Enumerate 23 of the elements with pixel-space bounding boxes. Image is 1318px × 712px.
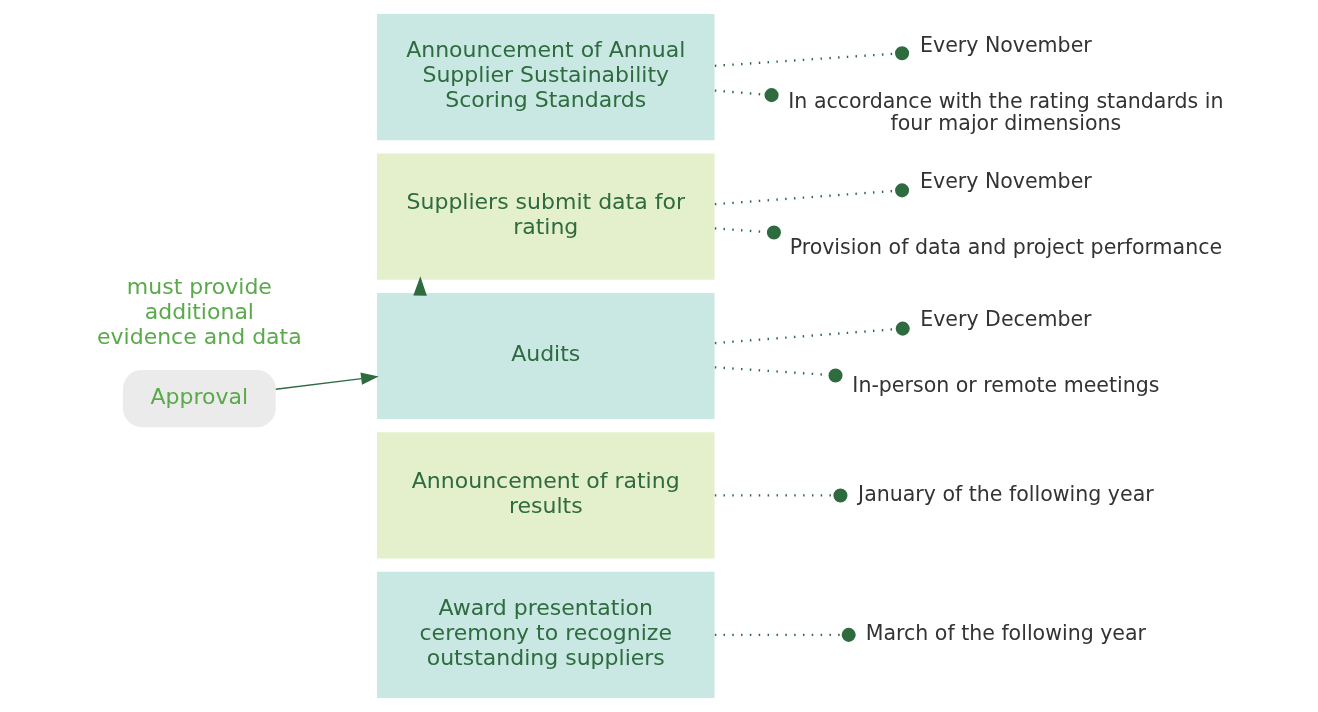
node-box: Announcement of rating results bbox=[376, 432, 715, 559]
connector bbox=[714, 366, 843, 383]
connector bbox=[714, 627, 856, 642]
node-box: Announcement of Annual Supplier Sustainability Scoring Standards bbox=[376, 14, 715, 141]
connector bbox=[714, 183, 909, 206]
node-box: Approval bbox=[122, 369, 276, 428]
node-text: Provision of data and project performance bbox=[789, 235, 1222, 260]
node-text: January of the following year bbox=[857, 481, 1154, 506]
node-text: Every November bbox=[919, 169, 1092, 194]
node-text: Every November bbox=[919, 32, 1092, 57]
arrow bbox=[274, 372, 379, 390]
node-text: In-person or remote meetings bbox=[851, 373, 1159, 398]
connector bbox=[714, 488, 847, 503]
node-text: In accordance with the rating standards in four major dimensions bbox=[787, 89, 1223, 136]
connector bbox=[714, 321, 910, 345]
connector bbox=[714, 88, 779, 103]
node-text: Every December bbox=[919, 307, 1092, 332]
node-text: March of the following year bbox=[865, 621, 1146, 646]
connector bbox=[714, 225, 781, 240]
connector bbox=[714, 46, 909, 67]
node-box: Suppliers submit data for rating bbox=[376, 153, 715, 280]
node-box: Award presentation ceremony to recognize outstanding suppliers bbox=[376, 571, 715, 698]
node-text: must provide additional evidence and data bbox=[96, 273, 302, 349]
